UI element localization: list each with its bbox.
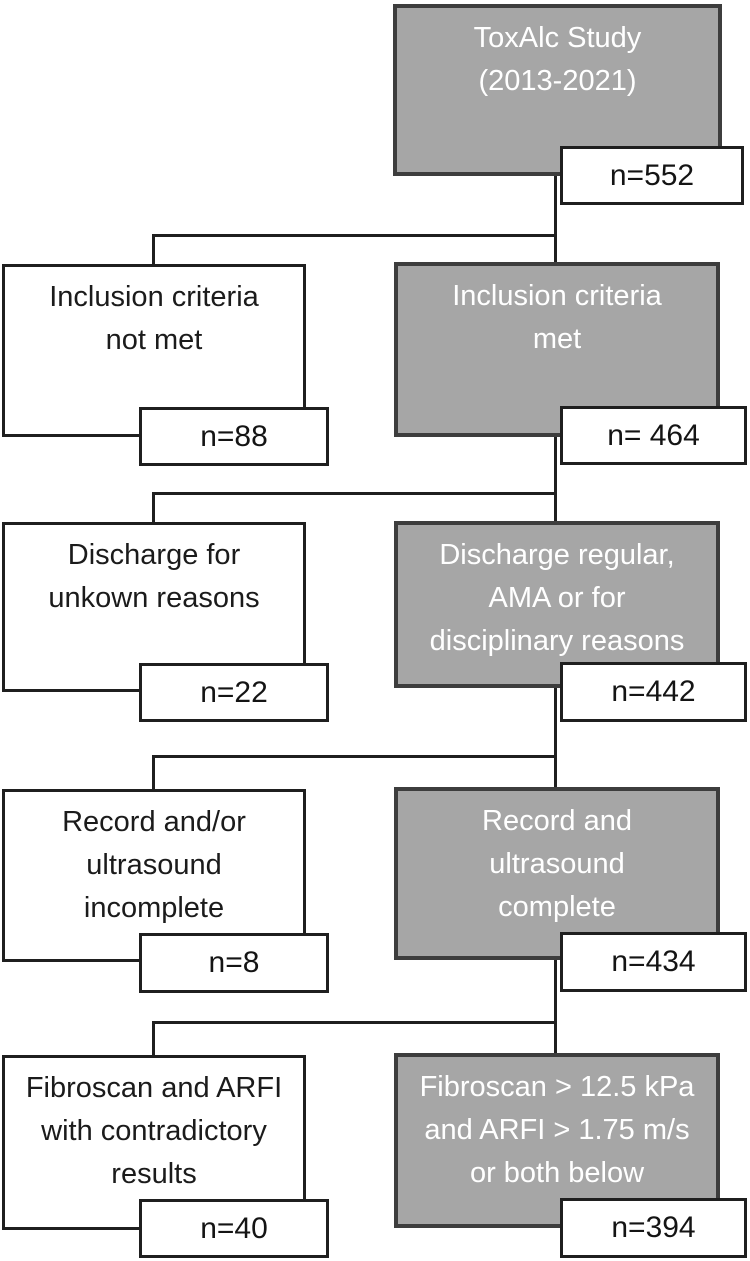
node-retained-record-ultrasound: Record and ultrasound complete	[394, 787, 720, 960]
count-tag-retained-fibroscan: n=394	[560, 1198, 747, 1258]
count-tag-excluded-record: n=8	[139, 933, 329, 993]
count-tag-excluded-inclusion: n=88	[139, 407, 329, 466]
count-tag-retained-inclusion: n= 464	[560, 406, 747, 465]
connector-1-vertical-right	[554, 176, 557, 264]
connector-4-horizontal	[152, 1021, 557, 1024]
count-tag-retained-discharge: n=442	[560, 662, 747, 722]
connector-1-horizontal	[152, 234, 557, 237]
count-tag-excluded-discharge: n=22	[139, 663, 329, 722]
connector-4-vertical-right	[554, 958, 557, 1055]
count-tag-study: n=552	[560, 146, 744, 205]
count-tag-retained-record: n=434	[560, 932, 747, 992]
connector-3-horizontal	[152, 755, 557, 758]
connector-3-vertical-left	[152, 755, 155, 791]
connector-2-vertical-left	[152, 492, 155, 524]
connector-2-horizontal	[152, 492, 557, 495]
connector-3-vertical-right	[554, 686, 557, 789]
connector-4-vertical-left	[152, 1021, 155, 1057]
connector-1-vertical-left	[152, 234, 155, 265]
count-tag-excluded-fibroscan: n=40	[139, 1199, 329, 1258]
connector-2-vertical-right	[554, 437, 557, 523]
node-retained-discharge: Discharge regular, AMA or for disciplina…	[394, 521, 720, 688]
node-study-title: ToxAlc Study (2013-2021)	[393, 4, 722, 176]
